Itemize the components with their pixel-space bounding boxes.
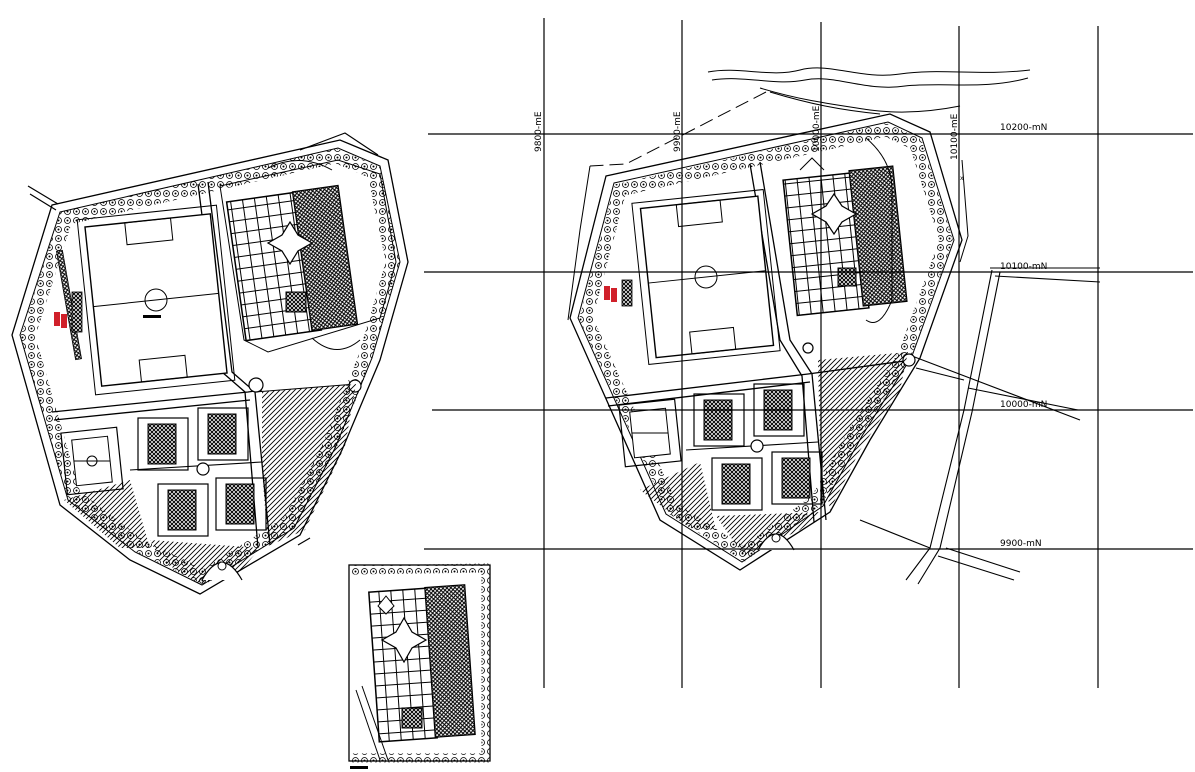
football-pitch-right — [631, 188, 781, 366]
left-site-plan — [11, 132, 409, 595]
courts-left — [137, 407, 267, 537]
northing-label-2: 10100-mN — [1000, 262, 1047, 272]
survey-grid — [424, 18, 1193, 688]
northing-label-3: 10000-mN — [1000, 400, 1047, 410]
courts-right — [693, 383, 823, 511]
easting-label-1: 9800-mE — [534, 111, 544, 152]
main-building-right — [782, 137, 908, 323]
easting-label-3: 10000-mE — [812, 105, 822, 152]
easting-label-4: 10100-mE — [950, 113, 960, 160]
right-site-plan: x — [424, 18, 1193, 688]
easting-label-2: 9900-mE — [673, 111, 683, 152]
svg-text:x: x — [960, 175, 964, 182]
northing-label-1: 10200-mN — [1000, 123, 1047, 133]
northing-label-4: 9900-mN — [1000, 539, 1042, 549]
football-pitch-left — [76, 204, 236, 396]
main-building-left — [219, 159, 397, 353]
building-detail-inset — [348, 563, 491, 769]
